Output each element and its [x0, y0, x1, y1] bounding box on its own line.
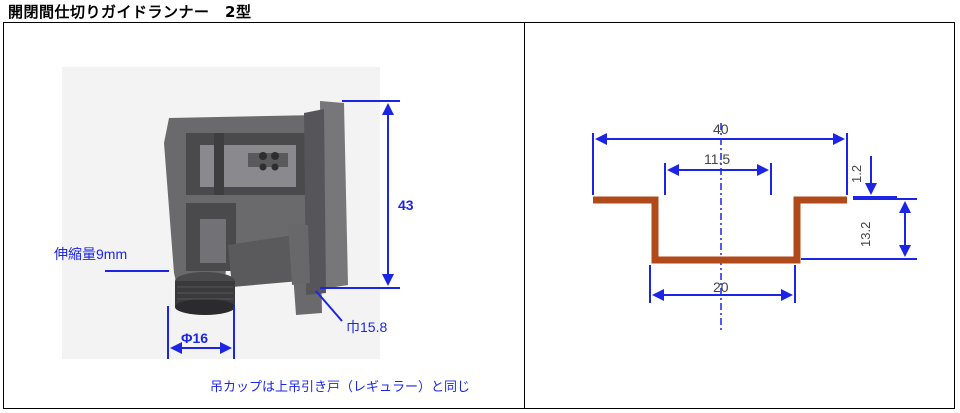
diameter-dimension [167, 306, 235, 359]
stroke-label: 伸縮量9mm [54, 246, 127, 262]
cup-note: 吊カップは上吊引き戸（レギュラー）と同じ [210, 379, 470, 394]
figure-frame [3, 22, 955, 409]
dim-height [801, 198, 917, 260]
dim-bottom [649, 265, 796, 303]
height-label: 43 [398, 197, 414, 213]
dim-total-label: 40 [713, 121, 729, 137]
height-dimension [320, 100, 400, 289]
width-label: 巾15.8 [346, 319, 387, 335]
rail-section-panel: 40 11.5 20 1.2 13.2 [592, 121, 917, 333]
panel-divider [524, 22, 525, 409]
guide-runner-part [164, 101, 348, 315]
width-leader [315, 290, 343, 322]
dim-thickness [853, 156, 897, 198]
dim-opening [664, 163, 772, 195]
dim-total-width [592, 133, 848, 195]
dim-bottom-label: 20 [713, 279, 729, 295]
dim-height-label: 13.2 [858, 222, 873, 247]
diameter-label: Φ16 [181, 330, 208, 346]
dim-opening-label: 11.5 [704, 151, 730, 167]
rail-profile [593, 196, 847, 264]
page-title: 開閉間仕切りガイドランナー 2型 [8, 3, 252, 21]
product-photo-panel: 43 伸縮量9mm 巾15.8 Φ16 吊カップは上吊引き戸（レギュラー）と同じ [54, 67, 470, 394]
dim-thickness-label: 1.2 [849, 165, 864, 183]
